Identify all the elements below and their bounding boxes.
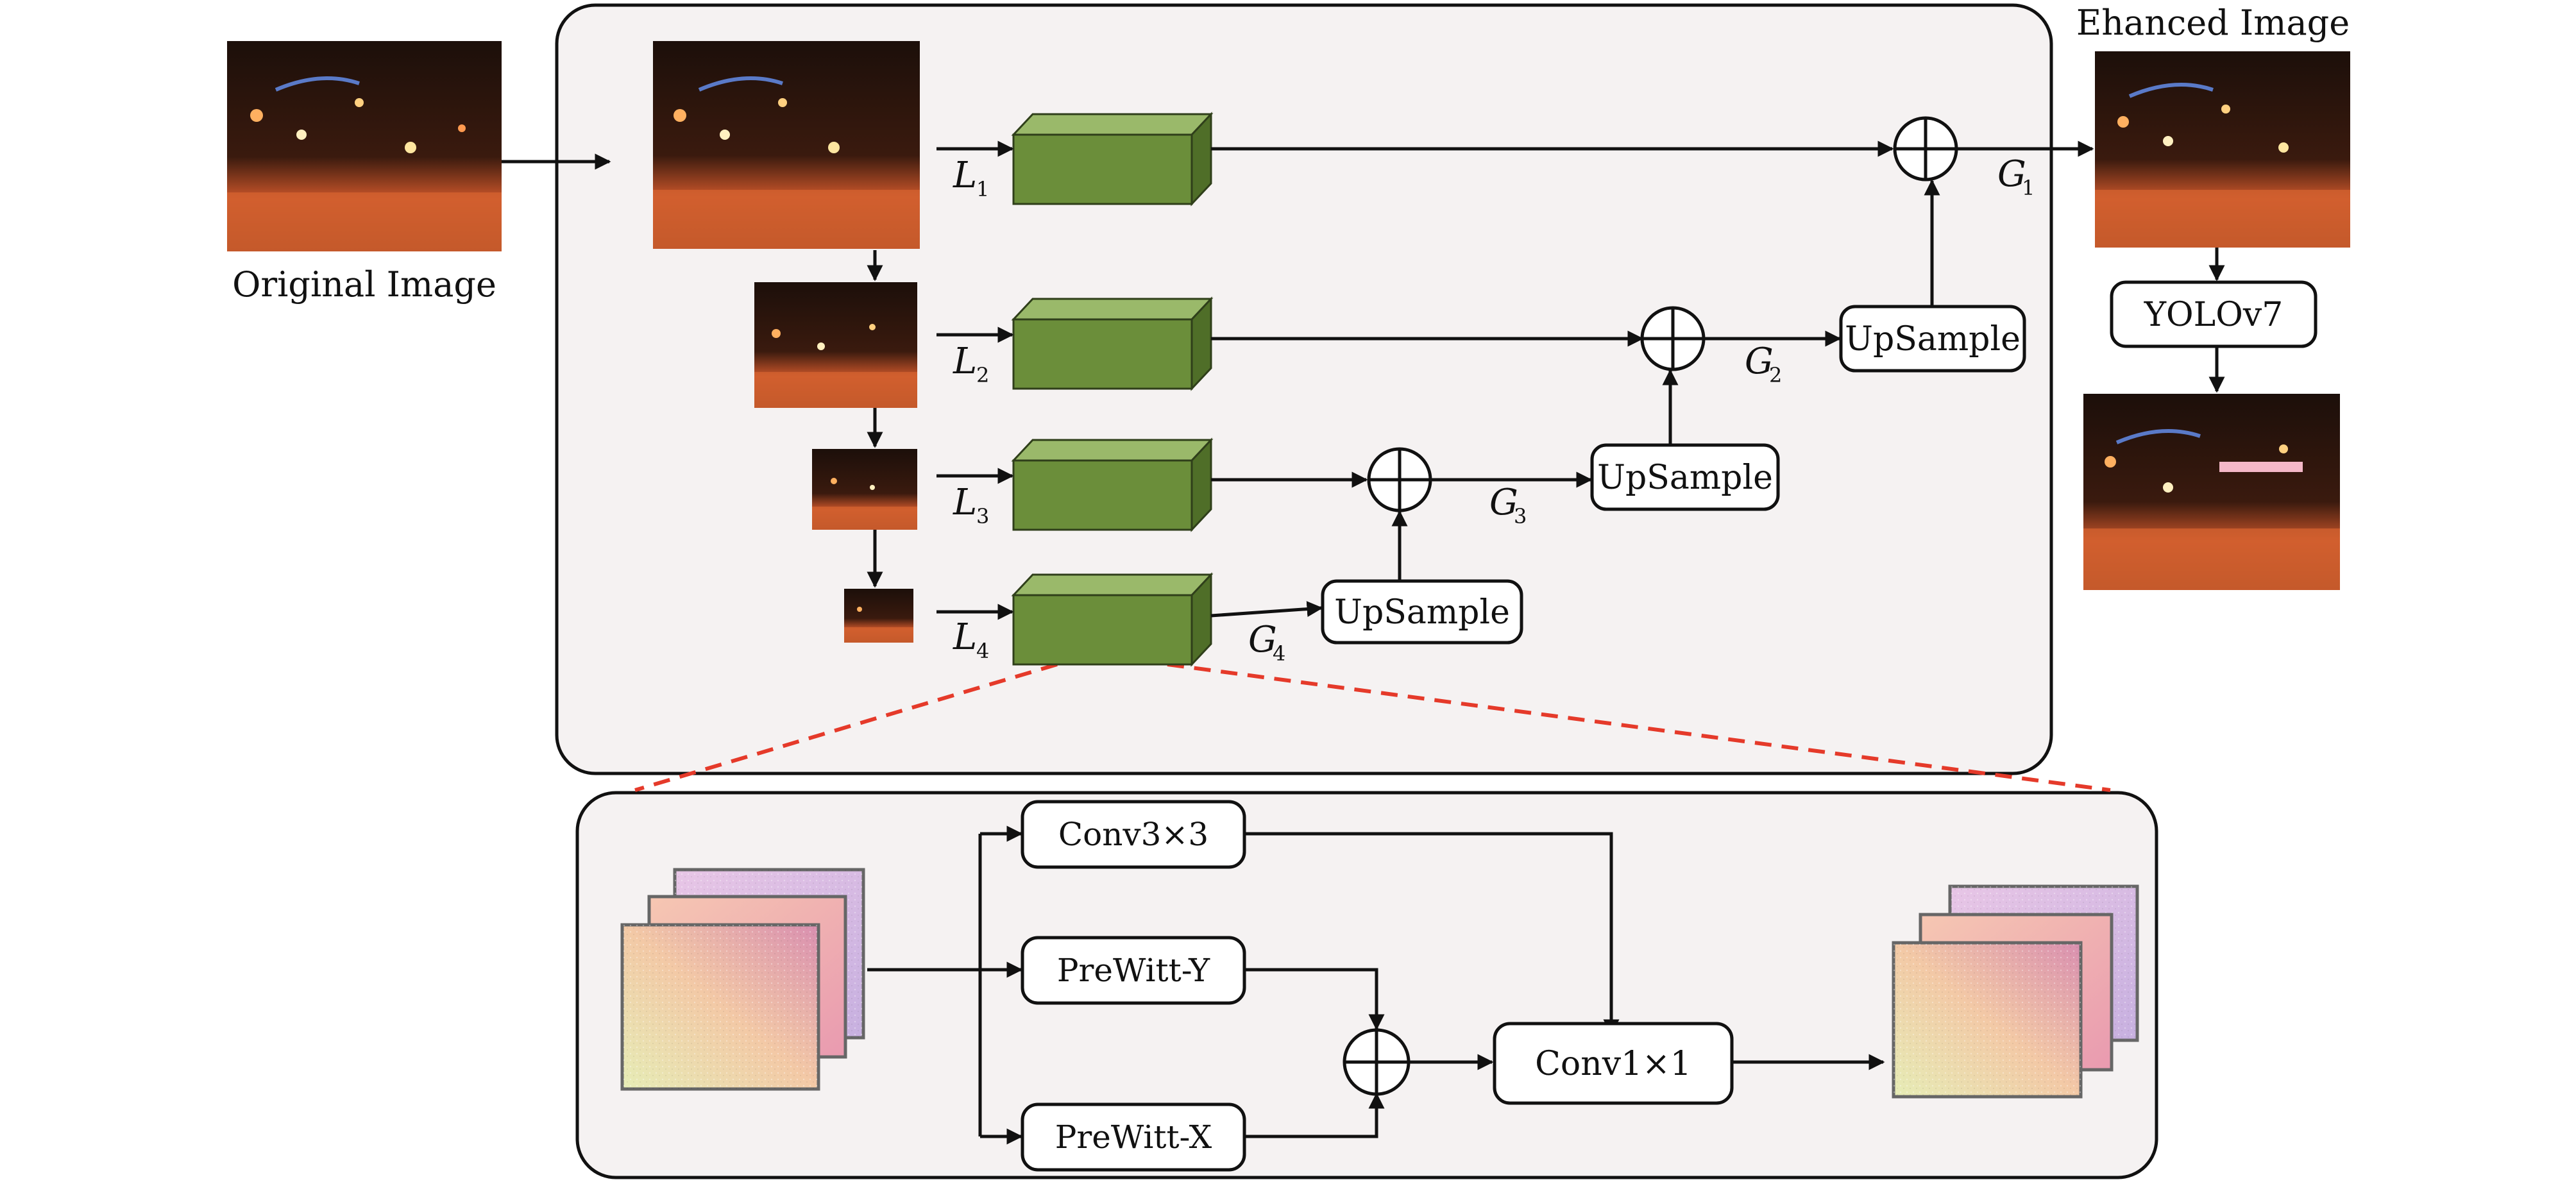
detection-box <box>2219 462 2303 472</box>
conv-block-level-4 <box>1011 572 1214 667</box>
svg-text:L: L <box>953 341 977 382</box>
pyramid-image-level-3 <box>812 449 917 530</box>
svg-text:L: L <box>953 616 977 658</box>
output-feature-maps <box>1892 884 2139 1099</box>
pyramid-image-level-2 <box>754 282 917 408</box>
svg-text:G: G <box>1997 153 2026 195</box>
conv1x1-box <box>1493 1022 1734 1105</box>
svg-text:G: G <box>1248 619 1277 661</box>
label-l3: L 3 <box>953 482 989 528</box>
prewitt-x-box <box>1021 1102 1246 1172</box>
pyramid-image-level-1 <box>653 41 920 249</box>
detail-panel <box>575 791 2158 1179</box>
svg-text:L: L <box>953 155 977 196</box>
conv3x3-box <box>1021 800 1246 869</box>
enhanced-image <box>2095 51 2350 248</box>
sum-node-detail <box>1343 1028 1411 1096</box>
svg-text:4: 4 <box>1273 641 1285 666</box>
zoom-line-right <box>1167 663 2111 792</box>
main-panel <box>555 3 2053 775</box>
upsample-label-1: UpSample <box>1845 320 2021 359</box>
label-g3: G 3 <box>1489 482 1527 528</box>
detail-arrows <box>867 825 1885 1145</box>
original-image-caption: Original Image <box>232 264 496 305</box>
pyramid-image-level-4 <box>844 589 913 643</box>
svg-text:2: 2 <box>976 363 989 387</box>
upsample-label-2: UpSample <box>1597 459 1773 497</box>
conv-block-level-1 <box>1011 112 1214 207</box>
upsample-box-2 <box>1590 443 1780 511</box>
prewitt-y-box <box>1021 936 1246 1005</box>
sum-node-g3 <box>1367 447 1432 512</box>
upsample-box-3 <box>1321 579 1523 645</box>
svg-text:1: 1 <box>2022 176 2035 200</box>
yolo-box <box>2110 280 2318 348</box>
yolo-label: YOLOv7 <box>2144 296 2284 334</box>
zoom-line-left <box>634 663 1058 792</box>
upsample-label-3: UpSample <box>1334 593 1510 632</box>
svg-text:G: G <box>1745 341 1774 382</box>
label-l1: L 1 <box>953 155 989 201</box>
label-l2: L 2 <box>953 341 989 387</box>
svg-text:1: 1 <box>976 177 989 201</box>
conv-block-level-3 <box>1011 437 1214 532</box>
enhanced-image-caption: Ehanced Image <box>2076 3 2350 43</box>
svg-text:G: G <box>1489 482 1518 523</box>
conv-block-level-2 <box>1011 296 1214 391</box>
svg-text:L: L <box>953 482 977 523</box>
sum-node-g1 <box>1893 116 1958 182</box>
label-g1: G 1 <box>1997 153 2035 200</box>
prewitt-x-label: PreWitt-X <box>1055 1119 1212 1156</box>
label-g2: G 2 <box>1745 341 1782 387</box>
label-g4: G 4 <box>1248 619 1285 666</box>
conv3x3-label: Conv3×3 <box>1058 816 1208 853</box>
conv1x1-label: Conv1×1 <box>1535 1045 1691 1083</box>
detection-result-image <box>2083 394 2340 590</box>
upsample-box-1 <box>1839 305 2026 373</box>
prewitt-y-label: PreWitt-Y <box>1057 952 1210 989</box>
main-arrows <box>502 140 2225 620</box>
label-l4: L 4 <box>953 616 989 663</box>
input-feature-maps <box>620 868 865 1091</box>
sum-node-g2 <box>1640 306 1706 371</box>
svg-text:3: 3 <box>1514 504 1527 528</box>
original-image <box>227 41 502 251</box>
svg-text:4: 4 <box>976 639 989 663</box>
svg-text:2: 2 <box>1769 363 1782 387</box>
svg-text:3: 3 <box>976 504 989 528</box>
